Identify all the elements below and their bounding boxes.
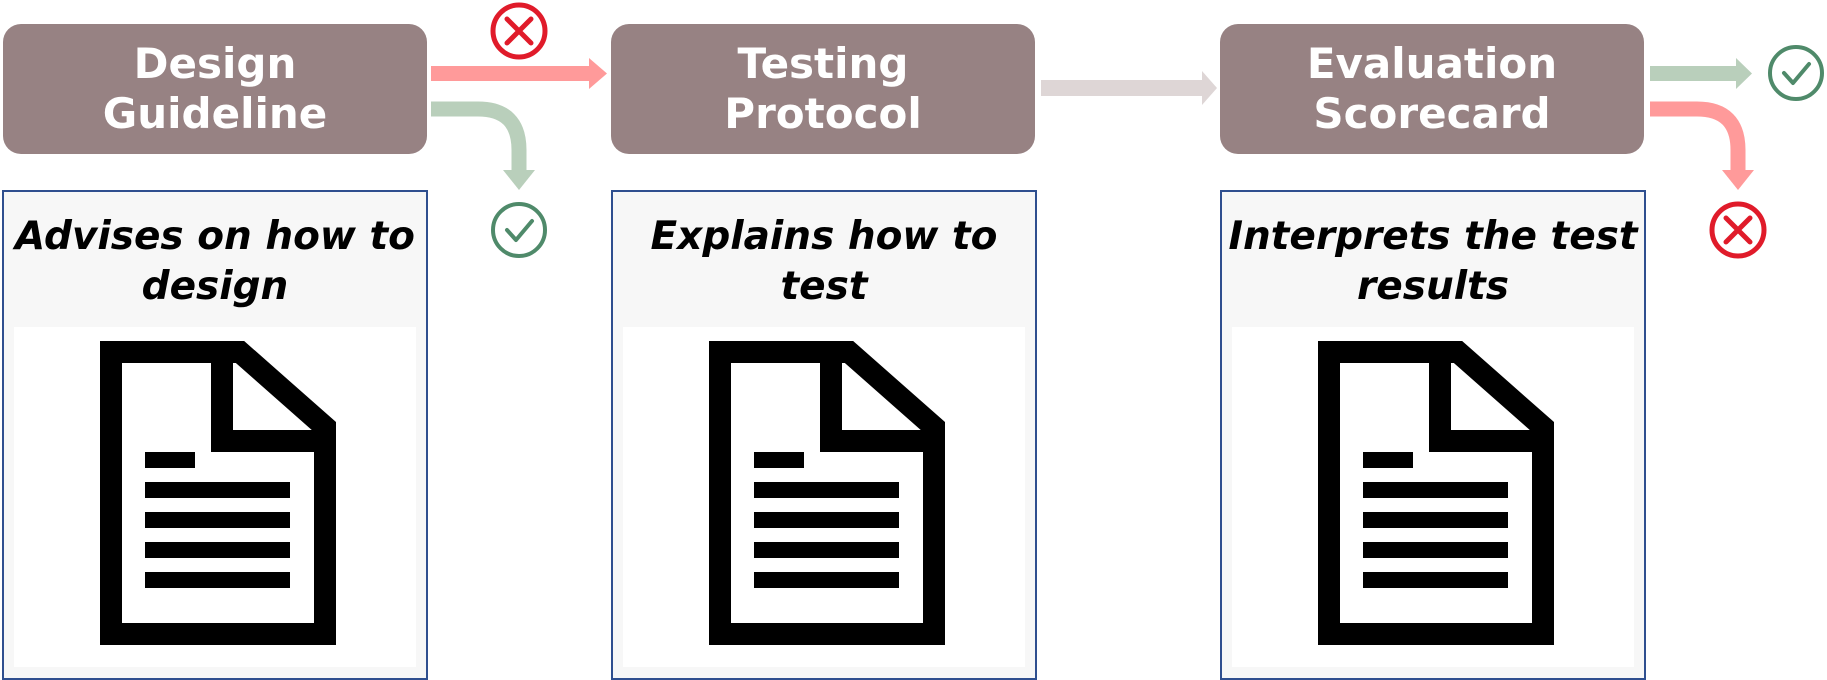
check-circle-icon xyxy=(491,202,547,258)
fail-arrow xyxy=(1650,101,1754,190)
step-desc-line1: Advises on how to xyxy=(15,214,415,259)
step-desc-line2: test xyxy=(780,264,868,309)
document-panel xyxy=(1232,327,1634,667)
step-title-line2: Guideline xyxy=(102,89,328,138)
step-description: Explains how to test xyxy=(613,212,1035,312)
step-desc-line1: Interprets the test xyxy=(1228,214,1638,259)
step-title-line1: Design xyxy=(133,39,297,88)
step-title-line2: Scorecard xyxy=(1313,89,1551,138)
x-circle-icon xyxy=(1709,201,1767,259)
check-circle-icon xyxy=(1768,45,1824,101)
step-desc-line2: design xyxy=(141,264,289,309)
document-icon xyxy=(1318,341,1554,645)
fail-arrow xyxy=(431,58,607,89)
step-testing-protocol-card: Explains how to test xyxy=(611,190,1037,680)
pass-arrow xyxy=(431,101,535,190)
step-design-guideline-header: Design Guideline xyxy=(3,24,427,154)
document-icon xyxy=(100,341,336,645)
document-panel xyxy=(623,327,1025,667)
document-icon xyxy=(709,341,945,645)
pass-arrow xyxy=(1650,58,1752,89)
step-desc-line1: Explains how to xyxy=(650,214,998,259)
step-title-line2: Protocol xyxy=(724,89,922,138)
step-title-line1: Evaluation xyxy=(1306,39,1558,88)
step-description: Interprets the test results xyxy=(1222,212,1644,312)
step-design-guideline-card: Advises on how to design xyxy=(2,190,428,680)
step-testing-protocol-header: Testing Protocol xyxy=(611,24,1035,154)
flow-arrow xyxy=(1041,71,1217,105)
step-evaluation-scorecard-card: Interprets the test results xyxy=(1220,190,1646,680)
step-desc-line2: results xyxy=(1357,264,1509,309)
step-title-line1: Testing xyxy=(737,39,909,88)
step-evaluation-scorecard-header: Evaluation Scorecard xyxy=(1220,24,1644,154)
document-panel xyxy=(14,327,416,667)
step-description: Advises on how to design xyxy=(4,212,426,312)
x-circle-icon xyxy=(490,2,548,60)
